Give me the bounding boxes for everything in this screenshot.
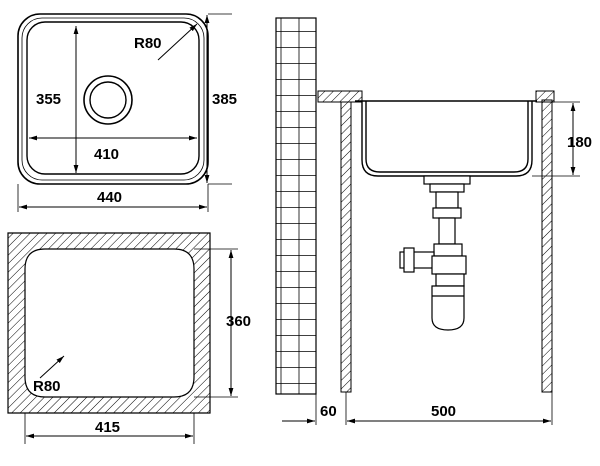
sink-bowl-section (355, 100, 537, 177)
cutout-radius-leader (39, 355, 65, 379)
countertop-hatch (7, 232, 211, 414)
cabinet-right-panel (541, 99, 553, 393)
cutout-view: R80 360 415 (7, 232, 251, 444)
drain-outer (83, 75, 133, 125)
sink-bowl (26, 21, 200, 175)
outer-width-label: 440 (97, 189, 122, 206)
inner-height-label: 355 (36, 91, 61, 108)
countertop-right (535, 90, 555, 103)
wall-offset-label: 60 (320, 403, 337, 420)
cabinet-width-label: 500 (431, 403, 456, 420)
cabinet-left-panel (340, 101, 352, 393)
drain-inner (89, 81, 127, 119)
countertop-left (317, 90, 363, 103)
top-view: 355 410 R80 385 440 (17, 13, 237, 212)
inner-width-label: 410 (94, 146, 119, 163)
corner-radius-leader (157, 23, 198, 61)
depth-label: 180 (567, 134, 592, 151)
drain-trap (399, 175, 471, 331)
sink-inner-rim (21, 17, 205, 181)
cutout-width-label: 415 (95, 419, 120, 436)
tiled-wall (275, 17, 317, 395)
side-view: 180 60 500 (275, 17, 592, 425)
cutout-radius-label: R80 (33, 378, 61, 395)
outer-height-label: 385 (212, 91, 237, 108)
corner-radius-label: R80 (134, 35, 162, 52)
cutout-height-label: 360 (226, 313, 251, 330)
